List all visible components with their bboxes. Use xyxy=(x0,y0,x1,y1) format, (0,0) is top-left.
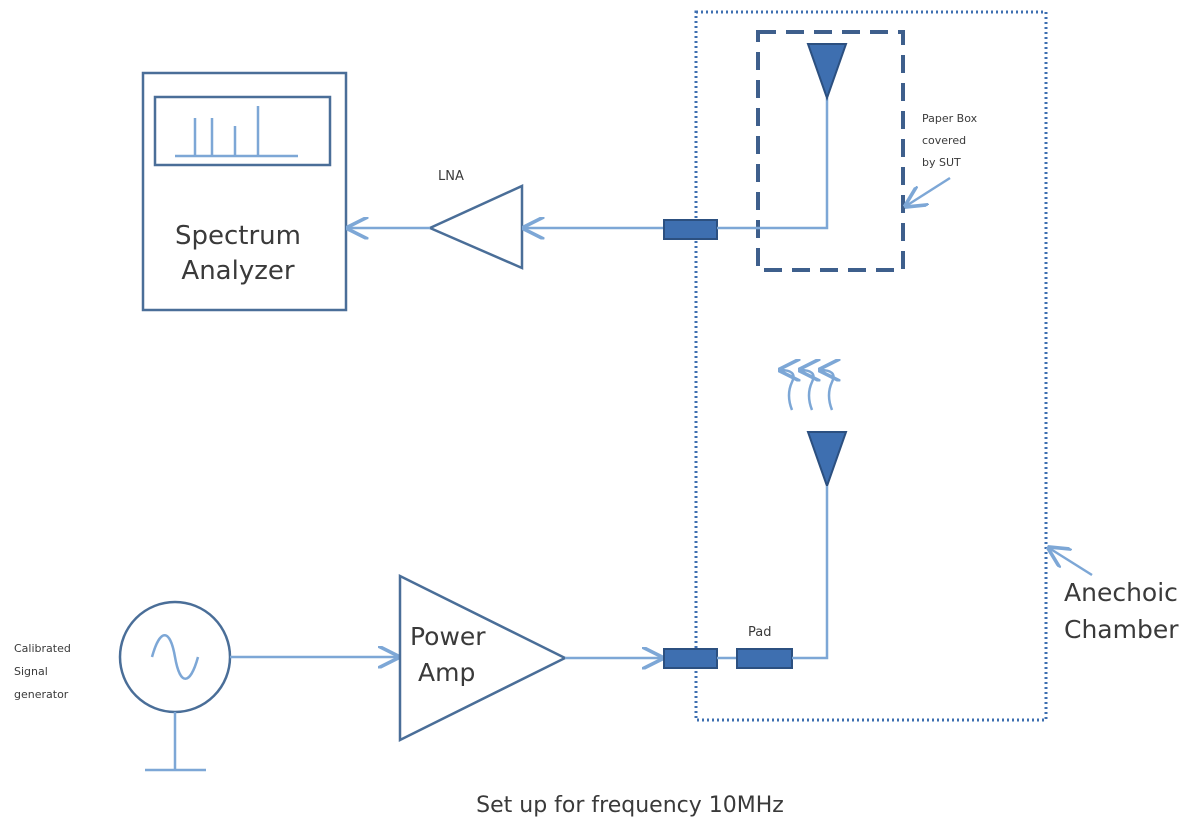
signal-gen-label-line3: generator xyxy=(14,688,69,701)
paper-box-label-line2: covered xyxy=(922,134,966,147)
chamber-pointer-arrow xyxy=(1049,548,1093,577)
wire-pad-to-tx-antenna xyxy=(792,486,829,660)
spectrum-analyzer: Spectrum Analyzer xyxy=(141,71,348,312)
chamber-label-line2: Chamber xyxy=(1064,615,1179,644)
power-amplifier: Power Amp xyxy=(398,573,568,743)
wire-connector-to-rx-antenna xyxy=(717,98,829,230)
analyzer-screen xyxy=(153,95,332,167)
tx-feedthrough-connector xyxy=(663,648,718,669)
anechoic-chamber-boundary xyxy=(694,10,1048,722)
signal-generator: Calibrated Signal generator xyxy=(14,600,232,772)
radiation-waves xyxy=(780,370,834,411)
spectrum-trace xyxy=(175,106,298,158)
paper-box-boundary xyxy=(756,30,905,272)
attenuator-pad xyxy=(736,648,793,669)
tx-antenna xyxy=(806,431,848,490)
power-amp-label-line2: Amp xyxy=(418,658,475,687)
power-amp-label-line1: Power xyxy=(410,622,486,651)
lna-amplifier: LNA xyxy=(426,169,524,270)
rx-antenna xyxy=(806,43,848,102)
signal-gen-label-line2: Signal xyxy=(14,665,48,678)
sine-wave-icon xyxy=(150,634,200,680)
paper-box-label: Paper Box covered by SUT xyxy=(922,112,978,169)
chamber-label-line1: Anechoic xyxy=(1064,578,1178,607)
pad-label: Pad xyxy=(748,625,771,640)
lna-label: LNA xyxy=(438,169,464,184)
signal-gen-label-line1: Calibrated xyxy=(14,642,71,655)
paper-box-label-line1: Paper Box xyxy=(922,112,978,125)
paper-box-pointer-arrow xyxy=(906,176,951,206)
analyzer-label-line1: Spectrum xyxy=(175,221,301,251)
rx-feedthrough-connector xyxy=(663,219,718,240)
paper-box-label-line3: by SUT xyxy=(922,156,961,169)
analyzer-label-line2: Analyzer xyxy=(181,256,294,286)
diagram-caption: Set up for frequency 10MHz xyxy=(476,793,784,818)
